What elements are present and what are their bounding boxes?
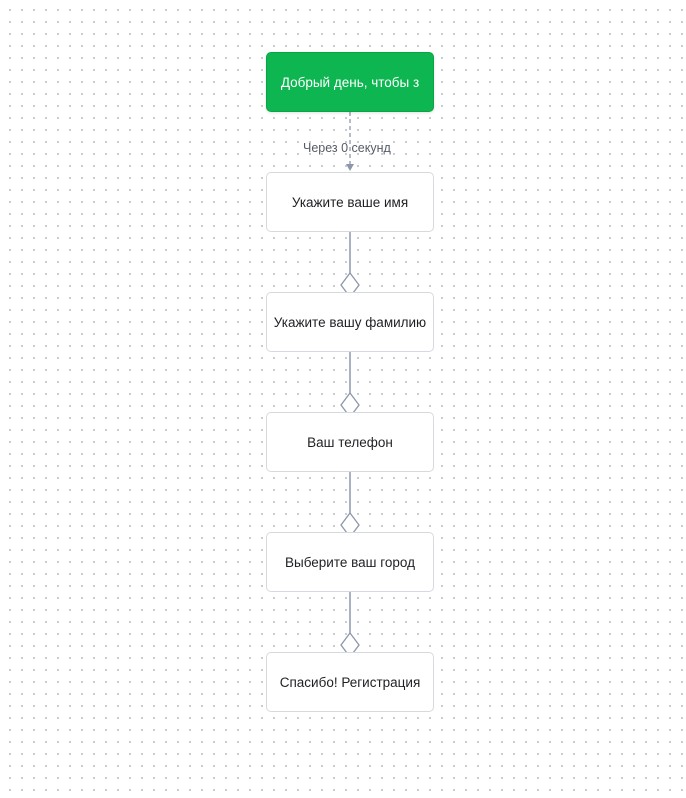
step-label: Укажите ваше имя <box>291 194 409 210</box>
start-message-node[interactable]: Добрый день, чтобы з <box>266 52 434 112</box>
step-label: Выберите ваш город <box>285 554 415 570</box>
step-node-first-name[interactable]: Укажите ваше имя <box>266 172 434 232</box>
step-label: Спасибо! Регистрация <box>279 674 421 690</box>
step-label: Ваш телефон <box>307 434 393 450</box>
step-node-thanks[interactable]: Спасибо! Регистрация <box>266 652 434 712</box>
delay-arrow-icon <box>346 164 354 171</box>
step-node-phone[interactable]: Ваш телефон <box>266 412 434 472</box>
step-node-last-name[interactable]: Укажите вашу фамилию <box>266 292 434 352</box>
step-label: Укажите вашу фамилию <box>273 314 427 330</box>
delay-label[interactable]: Через 0 секунд <box>303 141 391 155</box>
step-node-city[interactable]: Выберите ваш город <box>266 532 434 592</box>
start-message-label: Добрый день, чтобы з <box>280 74 420 90</box>
